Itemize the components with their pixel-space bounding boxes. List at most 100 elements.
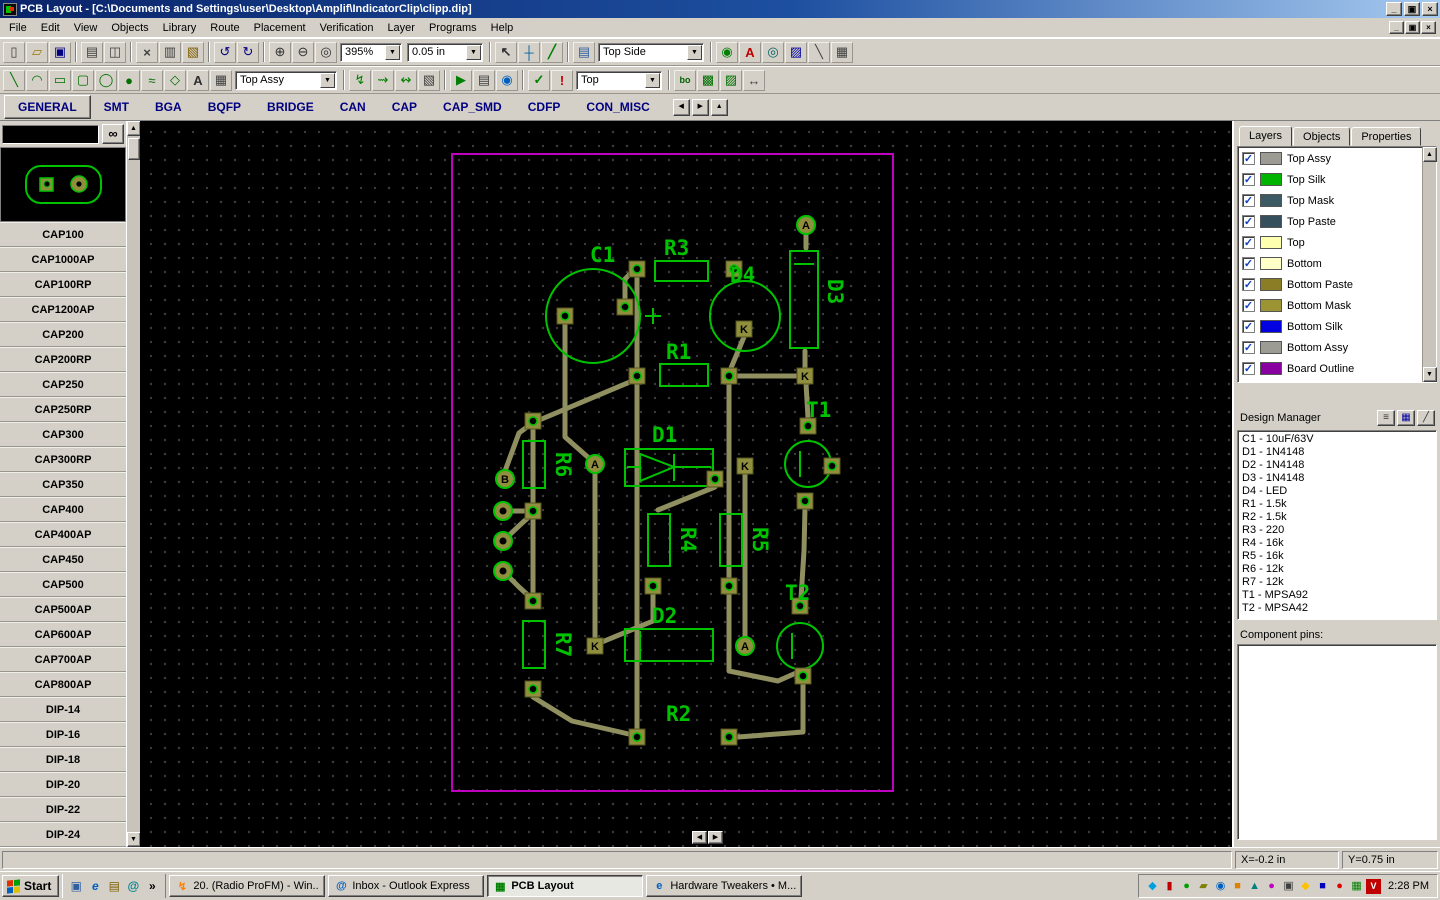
component-item[interactable]: C1 - 10uF/63V xyxy=(1242,433,1314,445)
spreadsheet-icon[interactable]: ▦ xyxy=(831,41,853,63)
via-style-icon[interactable]: ◎ xyxy=(762,41,784,63)
layer-visibility-checkbox[interactable]: ✓ xyxy=(1242,194,1255,207)
library-tab-cdfp[interactable]: CDFP xyxy=(527,100,561,114)
pad-circle[interactable] xyxy=(585,454,605,474)
menu-verification[interactable]: Verification xyxy=(319,21,374,34)
draw-line-icon[interactable]: ╲ xyxy=(3,69,25,91)
layer-visibility-checkbox[interactable]: ✓ xyxy=(1242,362,1255,375)
verify-drc-icon[interactable]: ✓ xyxy=(528,69,550,91)
component-item[interactable]: R5 - 16k xyxy=(1242,550,1284,562)
component-item[interactable]: D3 - 1N4148 xyxy=(1242,472,1305,484)
copy-icon[interactable]: ▥ xyxy=(159,41,181,63)
origin-tool-icon[interactable]: ┼ xyxy=(518,41,540,63)
refdes-label[interactable]: R5 xyxy=(748,527,772,552)
pad-square[interactable] xyxy=(586,637,604,655)
library-tab-can[interactable]: CAN xyxy=(339,100,366,114)
scale-tool-icon[interactable]: ↔ xyxy=(743,69,765,91)
quicklaunch-desktop-icon[interactable]: ▤ xyxy=(108,879,121,893)
library-tab-smt[interactable]: SMT xyxy=(103,100,130,114)
insert-image-icon[interactable]: ▦ xyxy=(210,69,232,91)
component-silk-outline[interactable] xyxy=(659,363,709,387)
refdes-label[interactable]: T1 xyxy=(806,398,831,422)
pattern-item[interactable]: DIP-16 xyxy=(0,722,126,747)
pattern-filter-input[interactable] xyxy=(2,124,99,144)
component-item[interactable]: T2 - MPSA42 xyxy=(1242,602,1309,614)
library-tab-con_misc[interactable]: CON_MISC xyxy=(586,100,650,114)
layers-scroll-down-icon[interactable]: ▼ xyxy=(1422,367,1437,382)
board-setup-icon[interactable]: ▧ xyxy=(418,69,440,91)
quicklaunch-app-icon[interactable]: ▣ xyxy=(70,879,83,893)
report-icon[interactable]: ▤ xyxy=(473,69,495,91)
redo-icon[interactable]: ↻ xyxy=(237,41,259,63)
net-highlight-icon[interactable]: A xyxy=(739,41,761,63)
layer-visibility-checkbox[interactable]: ✓ xyxy=(1242,215,1255,228)
pattern-item[interactable]: DIP-22 xyxy=(0,797,126,822)
zoom-select-arrow-icon[interactable]: ▼ xyxy=(385,44,400,60)
tabs-scroll-right-icon[interactable]: ▶ xyxy=(691,98,709,116)
tray-icon[interactable]: ▣ xyxy=(1283,879,1294,892)
panel-tab-objects[interactable]: Objects xyxy=(1293,127,1351,146)
refdes-label[interactable]: R2 xyxy=(666,702,691,726)
quicklaunch-ie-icon[interactable]: e xyxy=(92,879,99,893)
pad-circle[interactable] xyxy=(796,215,816,235)
copper-trace[interactable] xyxy=(530,694,636,738)
library-tab-bga[interactable]: BGA xyxy=(155,100,182,114)
layer-row[interactable]: ✓Top Silk xyxy=(1238,169,1422,190)
pattern-search-icon[interactable]: ∞ xyxy=(102,124,124,144)
refdes-label[interactable]: D2 xyxy=(652,604,677,628)
copper-trace[interactable] xyxy=(735,681,806,740)
layer-row[interactable]: ✓Bottom Silk xyxy=(1238,316,1422,337)
select-tool-icon[interactable]: ↖ xyxy=(495,41,517,63)
pattern-item[interactable]: DIP-20 xyxy=(0,772,126,797)
measure-line-icon[interactable]: ╲ xyxy=(808,41,830,63)
tray-icon[interactable]: ■ xyxy=(1234,879,1241,892)
pattern-item[interactable]: CAP450 xyxy=(0,547,126,572)
library-tab-bqfp[interactable]: BQFP xyxy=(207,100,242,114)
layers-scroll-up-icon[interactable]: ▲ xyxy=(1422,147,1437,162)
menu-view[interactable]: View xyxy=(73,21,98,34)
save-icon[interactable]: ▣ xyxy=(49,41,71,63)
pattern-item[interactable]: CAP400 xyxy=(0,497,126,522)
route-auto-icon[interactable]: ⇝ xyxy=(372,69,394,91)
dm-tools-icon[interactable]: ╱ xyxy=(1417,410,1435,426)
layer-row[interactable]: ✓Top Paste xyxy=(1238,211,1422,232)
scroll-up-icon[interactable]: ▲ xyxy=(126,121,141,136)
board-outline[interactable] xyxy=(451,153,894,792)
panel-tab-properties[interactable]: Properties xyxy=(1351,127,1422,146)
component-item[interactable]: R6 - 12k xyxy=(1242,563,1284,575)
tray-icon[interactable]: ● xyxy=(1268,879,1275,892)
restore-button[interactable]: ▣ xyxy=(1404,2,1420,16)
taskbar-task[interactable]: @Inbox - Outlook Express xyxy=(328,875,485,897)
copper-trace[interactable] xyxy=(726,590,799,684)
component-silk-outline[interactable] xyxy=(647,513,671,567)
pattern-item[interactable]: CAP200 xyxy=(0,322,126,347)
tray-icon[interactable]: ▮ xyxy=(1166,879,1173,892)
layer-visibility-checkbox[interactable]: ✓ xyxy=(1242,320,1255,333)
zoom-window-icon[interactable]: ◎ xyxy=(315,41,337,63)
layer-row[interactable]: ✓Board Outline xyxy=(1238,358,1422,379)
copper-pour-icon[interactable]: ▩ xyxy=(697,69,719,91)
library-tab-general[interactable]: GENERAL xyxy=(4,95,91,119)
assy-layer-select-arrow-icon[interactable]: ▼ xyxy=(320,72,335,88)
refdes-label[interactable]: R6 xyxy=(551,452,575,477)
draw-text-icon[interactable]: A xyxy=(187,69,209,91)
minimize-button[interactable]: _ xyxy=(1386,2,1402,16)
side-select-arrow-icon[interactable]: ▼ xyxy=(687,44,702,60)
open-icon[interactable]: ▱ xyxy=(26,41,48,63)
quicklaunch-more-chevron[interactable]: » xyxy=(149,879,156,893)
pattern-item[interactable]: CAP500 xyxy=(0,572,126,597)
pad-square[interactable] xyxy=(796,367,814,385)
component-silk-circle[interactable] xyxy=(709,280,781,352)
refdes-label[interactable]: D3 xyxy=(823,279,847,304)
component-silk-outline[interactable] xyxy=(719,513,743,567)
mdi-close-button[interactable]: × xyxy=(1421,21,1436,34)
copper-trace[interactable] xyxy=(655,484,718,513)
refdes-label[interactable]: R4 xyxy=(676,527,700,552)
component-silk-outline[interactable] xyxy=(522,620,546,669)
layer-row[interactable]: ✓Top Mask xyxy=(1238,190,1422,211)
run-autorouter-icon[interactable]: ▶ xyxy=(450,69,472,91)
pattern-item[interactable]: CAP600AP xyxy=(0,622,126,647)
draw-polygon-icon[interactable]: ◇ xyxy=(164,69,186,91)
route-edit-icon[interactable]: ↭ xyxy=(395,69,417,91)
layer-visibility-checkbox[interactable]: ✓ xyxy=(1242,257,1255,270)
